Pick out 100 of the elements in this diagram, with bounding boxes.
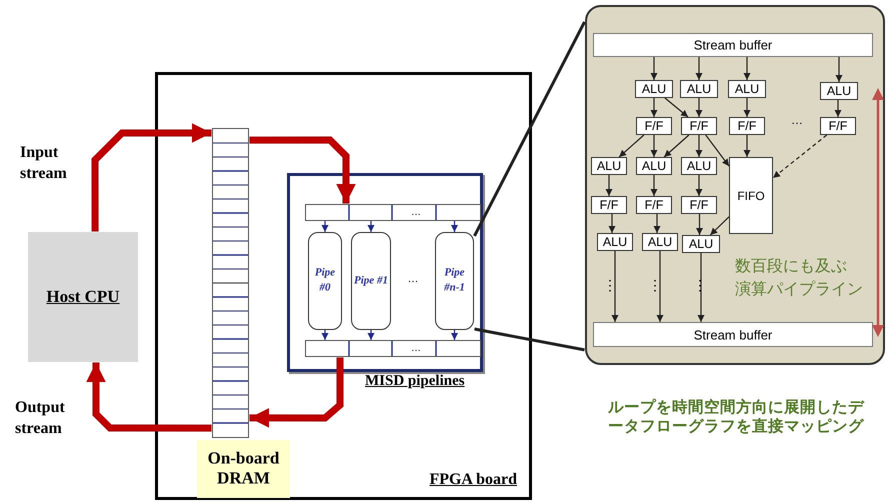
arrow <box>249 358 344 428</box>
logic-unit-box <box>820 82 858 100</box>
logic-unit-box <box>591 196 627 214</box>
node-label: ALU <box>686 159 712 173</box>
logic-unit-box <box>642 233 678 251</box>
node-label: Pipe #0 <box>314 266 336 296</box>
arrow <box>744 98 750 117</box>
block-title: MISD pipelines <box>365 373 465 390</box>
caption-panel <box>197 440 290 498</box>
node-label: Host CPU <box>45 287 121 307</box>
arrow <box>705 134 730 166</box>
node-label: F/F <box>688 198 710 212</box>
node-label: Pipe #n-1 <box>443 266 466 296</box>
arrow <box>612 251 618 322</box>
logic-unit-box <box>591 157 627 175</box>
node-label: F/F <box>736 119 758 133</box>
logic-unit-box <box>729 117 765 135</box>
arrow <box>650 135 658 157</box>
node-label: On-board DRAM <box>206 448 280 490</box>
node-label: ALU <box>826 84 852 98</box>
arrow <box>654 214 660 233</box>
ellipsis-text: … <box>406 273 420 287</box>
logic-unit-box <box>681 117 717 135</box>
node-label: F/F <box>644 198 664 212</box>
pipeline-box <box>308 232 342 330</box>
arrow <box>744 57 750 80</box>
logic-unit-box <box>636 117 672 135</box>
arrow <box>664 98 688 118</box>
arrow <box>656 251 664 322</box>
node-label: Stream buffer <box>692 327 774 342</box>
arrow <box>322 330 328 340</box>
annotation-text: ループを時間空間方向に展開したデータフローグラフを直接マッピング <box>608 398 864 438</box>
stream-buffer-box <box>593 322 873 347</box>
node-label: ALU <box>686 82 712 96</box>
node-label: F/F <box>828 119 848 133</box>
arrow <box>696 175 702 196</box>
buffer-bar <box>305 204 481 221</box>
fpga-board-frame <box>155 72 532 500</box>
arrow <box>608 214 616 233</box>
pipeline-box <box>351 232 391 330</box>
logic-unit-box <box>636 196 672 214</box>
arrow <box>606 175 612 196</box>
arrow <box>836 57 842 82</box>
arrow <box>650 98 658 117</box>
logic-unit-box <box>820 117 856 135</box>
logic-unit-box <box>597 233 633 251</box>
detail-panel <box>585 5 885 365</box>
ellipsis-text: ⋮ <box>648 276 656 295</box>
node-label: F/F <box>598 198 620 212</box>
host-cpu-box <box>28 232 138 362</box>
arrow <box>650 57 658 80</box>
arrow <box>710 216 730 236</box>
logic-unit-box <box>682 235 720 253</box>
buffer-bar <box>305 340 481 357</box>
arrow <box>696 135 702 157</box>
node-label: Stream buffer <box>692 38 774 52</box>
arrow <box>368 330 374 340</box>
node-label: ALU <box>640 82 668 96</box>
annotation-text: 数百段にも及ぶ <box>735 256 848 277</box>
logic-unit-box <box>681 196 717 214</box>
ellipsis-text: … <box>410 206 422 220</box>
fifo-box <box>729 157 773 234</box>
pipeline-box <box>435 232 474 330</box>
stream-label: Input stream <box>20 143 68 184</box>
arrow <box>250 136 356 204</box>
arrow <box>618 134 644 158</box>
node-label: Pipe #1 <box>353 273 389 288</box>
arrow <box>696 98 702 117</box>
arrow <box>664 134 690 158</box>
arrow <box>744 135 750 157</box>
logic-unit-box <box>636 157 672 175</box>
ellipsis-text: … <box>410 342 422 356</box>
node-label: ALU <box>602 235 628 249</box>
arrow <box>834 100 842 117</box>
connector-line <box>473 21 586 237</box>
stream-buffer-box <box>593 33 873 57</box>
arrow <box>696 214 703 235</box>
arrow <box>650 175 658 196</box>
arrow <box>451 330 458 340</box>
arrow <box>696 57 702 80</box>
node-label: ALU <box>688 237 714 251</box>
ellipsis-text: ⋮ <box>693 276 701 295</box>
node-label: FIFO <box>736 188 766 202</box>
arrow <box>451 221 458 232</box>
node-label: ALU <box>646 235 674 249</box>
board-title: FPGA board <box>429 471 517 489</box>
ellipsis-text: ⋮ <box>603 276 611 295</box>
arrow <box>92 123 212 232</box>
node-label: F/F <box>688 119 710 133</box>
logic-unit-box <box>728 80 766 98</box>
ellipsis-text: … <box>790 113 804 127</box>
logic-unit-box <box>635 80 673 98</box>
node-label: ALU <box>596 159 622 173</box>
stream-label: Output stream <box>15 398 66 439</box>
logic-unit-box <box>681 157 717 175</box>
node-label: ALU <box>640 159 668 173</box>
arrow <box>322 221 328 232</box>
connector-line <box>474 328 585 352</box>
annotation-text: 演算パイプライン <box>735 279 864 300</box>
arrow <box>368 221 374 232</box>
